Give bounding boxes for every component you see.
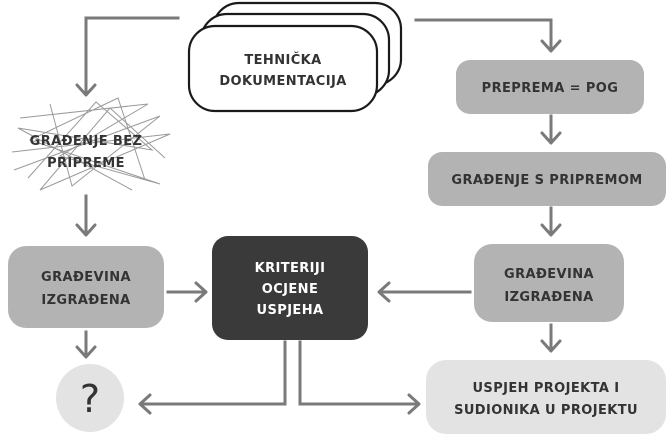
arrowhead — [407, 393, 421, 415]
arrowhead — [540, 131, 562, 145]
tech-doc-node: TEHNIČKA DOKUMENTACIJA — [187, 1, 403, 113]
priprema-label: PREPREMA = POG — [482, 81, 619, 96]
arrowhead — [540, 223, 562, 237]
gradjevina-left-node: GRAĐEVINA IZGRAĐENA — [8, 246, 164, 328]
kriteriji-node: KRITERIJI OCJENE USPJEHA — [212, 236, 368, 340]
tech-doc-label-2: DOKUMENTACIJA — [219, 74, 346, 89]
gradjevina-left-label-1: GRAĐEVINA — [41, 270, 131, 285]
arrow-doc-to-left — [84, 16, 180, 96]
question-mark: ? — [80, 377, 100, 421]
arrowhead — [75, 223, 97, 237]
priprema-node: PREPREMA = POG — [456, 60, 644, 114]
uspjeh-label-2: SUDIONIKA U PROJEKTU — [454, 403, 638, 418]
arrow-kriteriji-to-question — [139, 340, 287, 406]
gradjenje-bez-pripreme-node: GRAĐENJE BEZ PRIPREME — [11, 97, 171, 191]
arrowhead — [194, 281, 208, 303]
arrowhead — [75, 83, 97, 97]
tech-doc-label-1: TEHNIČKA — [244, 52, 321, 68]
kriteriji-label-1: KRITERIJI — [255, 261, 326, 276]
connectors — [75, 16, 562, 415]
gradjevina-right-label-2: IZGRAĐENA — [504, 290, 593, 305]
gradjenje-bez-label-1: GRAĐENJE BEZ — [30, 134, 143, 149]
arrowhead — [75, 345, 97, 359]
gradjevina-left-label-2: IZGRAĐENA — [41, 293, 130, 308]
gradjenje-s-pripremom-label: GRAĐENJE S PRIPREMOM — [451, 173, 642, 188]
arrow-kriteriji-to-uspjeh — [298, 340, 420, 406]
uspjeh-node: USPJEH PROJEKTA I SUDIONIKA U PROJEKTU — [426, 360, 666, 434]
arrowhead — [540, 339, 562, 353]
kriteriji-label-3: USPJEHA — [257, 303, 324, 318]
arrowhead — [138, 393, 152, 415]
arrow-doc-to-right — [414, 18, 553, 52]
gradjenje-bez-label-2: PRIPREME — [47, 156, 125, 171]
gradjevina-right-label-1: GRAĐEVINA — [504, 267, 594, 282]
gradjevina-right-node: GRAĐEVINA IZGRAĐENA — [474, 244, 624, 322]
arrowhead — [540, 39, 562, 53]
question-node: ? — [56, 364, 124, 432]
arrowhead — [377, 281, 391, 303]
uspjeh-label-1: USPJEH PROJEKTA I — [472, 381, 619, 396]
kriteriji-label-2: OCJENE — [262, 282, 318, 297]
scribble-lines — [11, 97, 171, 191]
gradjenje-s-pripremom-node: GRAĐENJE S PRIPREMOM — [428, 152, 666, 206]
